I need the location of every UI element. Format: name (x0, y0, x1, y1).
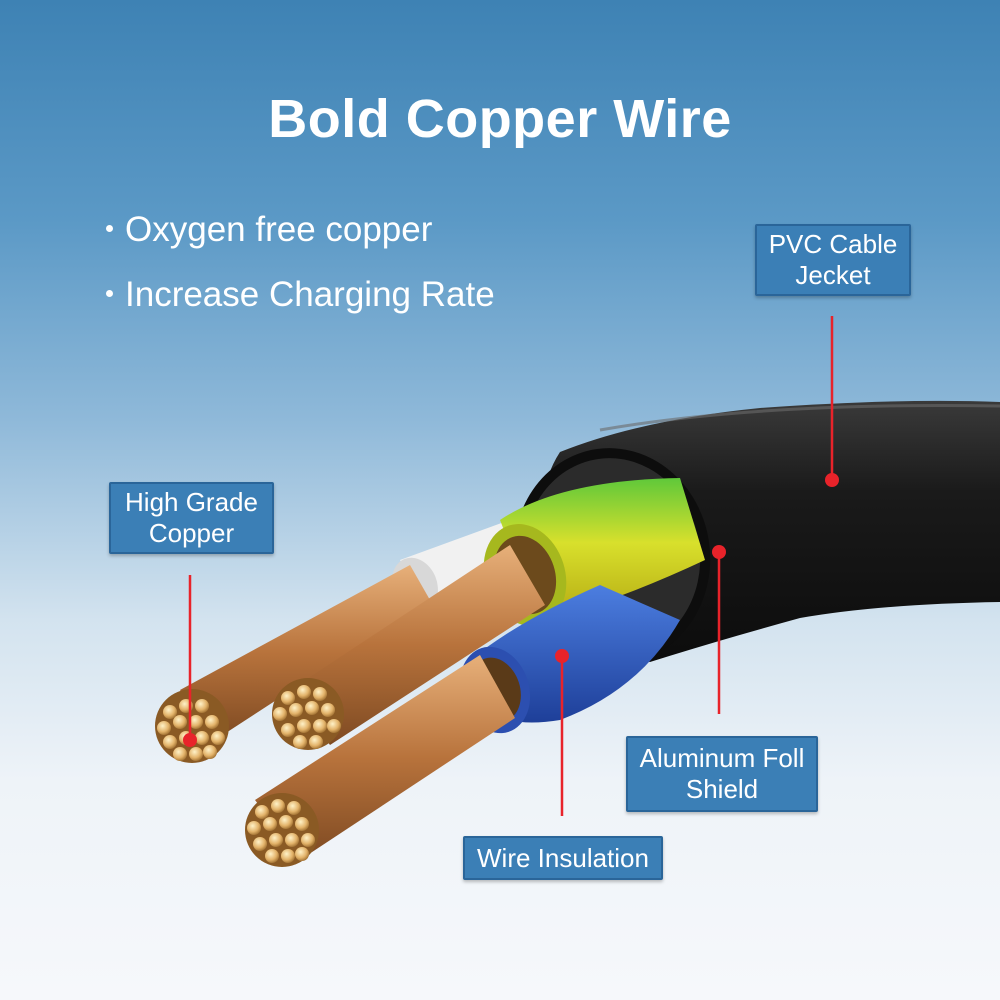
label-wire-insulation: Wire Insulation (463, 836, 663, 880)
bullet-icon (106, 225, 113, 233)
label-pvc-jacket: PVC Cable Jecket (755, 224, 911, 296)
feature-item: Oxygen free copper (100, 212, 495, 247)
copper-end-middle (272, 678, 344, 750)
pointer-copper (183, 575, 197, 747)
blue-wire (255, 585, 680, 860)
bullet-icon (106, 290, 113, 298)
copper-end-bottom (245, 793, 319, 867)
feature-item: Increase Charging Rate (100, 277, 495, 312)
yellow-green-wire (290, 478, 705, 745)
feature-text: Oxygen free copper (125, 210, 433, 249)
copper-end-left (155, 689, 229, 763)
pointer-aluminum (712, 545, 726, 714)
pointer-insulation (555, 649, 569, 816)
feature-text: Increase Charging Rate (125, 275, 495, 314)
feature-list: Oxygen free copper Increase Charging Rat… (100, 212, 495, 342)
label-aluminum-shield: Aluminum Foll Shield (626, 736, 818, 812)
label-high-grade-copper: High Grade Copper (109, 482, 274, 554)
page-title: Bold Copper Wire (268, 89, 732, 149)
pointer-pvc (825, 316, 839, 487)
